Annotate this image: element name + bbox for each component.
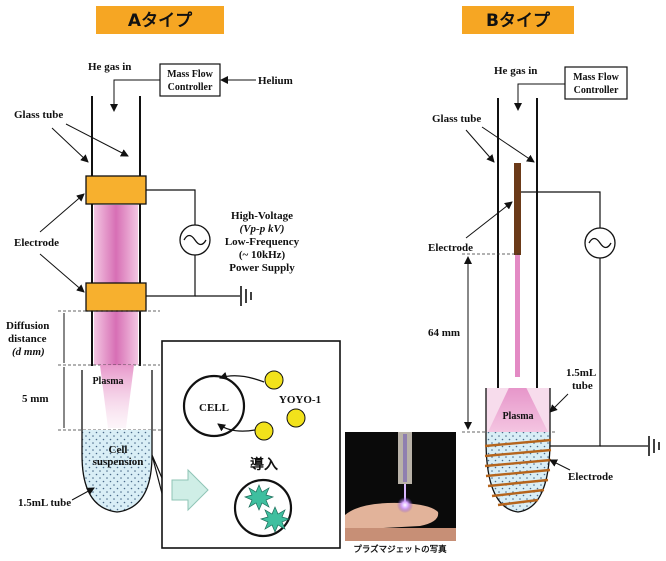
type-a-hv-line3: Low-Frequency xyxy=(225,236,300,248)
type-a-mfc-line2: Controller xyxy=(168,82,213,93)
type-a-mfc-line1: Mass Flow xyxy=(167,69,214,80)
type-b-distance-label: 64 mm xyxy=(428,327,460,339)
type-a-wire-top xyxy=(146,189,196,225)
type-a-ac-wave-icon xyxy=(183,234,207,246)
type-a-plasma-plume xyxy=(100,365,134,428)
type-b-plasma-jet xyxy=(515,255,520,377)
type-b-tube-line2: tube xyxy=(572,380,593,392)
type-a-title-bg xyxy=(96,6,224,34)
type-b-ac-wave-icon xyxy=(588,237,612,249)
photo-caption: プラズマジェットの写真 xyxy=(353,544,447,555)
type-b-section: Bタイプ He gas in Mass Flow Controller Glas… xyxy=(428,6,660,513)
type-a-tube-outline xyxy=(81,370,153,513)
type-b-electrode-top-label: Electrode xyxy=(428,242,473,254)
type-b-glass-tube-label: Glass tube xyxy=(432,113,481,125)
type-b-electrode-bottom-arrow xyxy=(549,459,571,471)
inset-cell-circle xyxy=(182,374,246,438)
type-a-wire-bottom xyxy=(146,255,196,297)
type-a-electrode-top xyxy=(85,175,147,205)
inset-yoyo-dot-3 xyxy=(254,421,274,441)
type-b-ground-icon xyxy=(648,436,660,456)
type-a-hv-line4: (~ 10kHz) xyxy=(239,249,286,261)
type-b-mfc-line1: Mass Flow xyxy=(573,72,620,83)
type-b-tube-arrow xyxy=(549,393,569,413)
type-a-hv-line5: Power Supply xyxy=(229,262,295,274)
type-a-hv-line2: (Vp-p kV) xyxy=(240,223,285,235)
type-a-helium-label: Helium xyxy=(258,75,293,87)
type-b-tube-outline xyxy=(485,388,551,513)
type-b-gas-arrow xyxy=(514,83,565,111)
photo-finger xyxy=(345,502,439,530)
type-b-mfc-line2: Controller xyxy=(574,85,619,96)
type-a-cell-line2: suspension xyxy=(93,456,144,468)
type-b-glass-tube-arrow-left xyxy=(465,129,495,163)
type-a-tube-arrow xyxy=(71,487,95,501)
type-a-electrode-arrow-bottom xyxy=(39,253,85,293)
type-a-electrode-arrow-top xyxy=(39,193,85,233)
type-a-hv-line1: High-Voltage xyxy=(231,210,293,222)
inset-sparkle-icon-1 xyxy=(243,484,275,511)
type-a-5mm-label: 5 mm xyxy=(22,393,49,405)
type-a-section: Aタイプ He gas in Mass Flow Controller Heli… xyxy=(6,6,300,513)
type-b-wire-bottom xyxy=(548,258,601,447)
type-a-glass-tube-label: Glass tube xyxy=(14,109,63,121)
type-a-diffusion-line3: (d mm) xyxy=(12,346,45,358)
type-b-plasma-plume xyxy=(488,388,548,432)
type-b-dim-arrow-down xyxy=(464,422,472,430)
type-b-dim-arrow-up xyxy=(464,256,472,264)
type-b-plasma-label: Plasma xyxy=(502,411,533,422)
inset-big-arrow-icon xyxy=(171,468,209,512)
inset-yoyo-dot-1 xyxy=(264,370,284,390)
type-a-glass-tube-arrow-left xyxy=(51,127,89,163)
type-b-he-gas-in-label: He gas in xyxy=(494,65,537,77)
type-a-gas-arrow xyxy=(110,79,160,112)
type-a-cell-line1: Cell xyxy=(109,444,128,456)
inset-arrow-in-2 xyxy=(217,423,256,432)
inset-sparkle-icon-2 xyxy=(259,506,291,533)
inset-panel: CELL YOYO-1 導入 xyxy=(151,340,341,549)
photo-inner-tube xyxy=(403,434,407,482)
photo-hand xyxy=(345,528,456,541)
type-b-electrode-bottom-label: Electrode xyxy=(568,471,613,483)
type-b-rod-electrode xyxy=(514,163,521,255)
type-b-title: Bタイプ xyxy=(486,10,551,31)
type-b-tube-line1: 1.5mL xyxy=(566,367,596,379)
type-b-electrode-top-arrow xyxy=(465,201,513,239)
type-a-diffusion-line1: Diffusion xyxy=(6,320,49,332)
type-a-ground-icon xyxy=(240,286,252,306)
type-a-tube-label: 1.5mL tube xyxy=(18,497,71,509)
type-a-glass-tube-arrow-right xyxy=(65,123,129,157)
type-b-coil-electrode xyxy=(484,438,552,507)
type-a-plasma-label: Plasma xyxy=(92,376,123,387)
type-a-title: Aタイプ xyxy=(128,10,193,31)
type-b-wire-top xyxy=(521,191,601,228)
type-a-electrode-bottom xyxy=(85,282,147,312)
photo-glow xyxy=(397,497,413,513)
type-b-title-bg xyxy=(462,6,574,34)
inset-introduction-label: 導入 xyxy=(250,456,278,473)
type-a-diffusion-line2: distance xyxy=(8,333,47,345)
type-a-cell-suspension xyxy=(82,430,152,512)
type-a-electrode-label: Electrode xyxy=(14,237,59,249)
plasma-jet-photo: プラズマジェットの写真 xyxy=(345,432,456,555)
type-a-he-gas-in-label: He gas in xyxy=(88,61,131,73)
inset-cell-label: CELL xyxy=(199,402,229,414)
inset-yoyo-dot-2 xyxy=(286,408,306,428)
inset-yoyo-label: YOYO-1 xyxy=(279,394,321,406)
type-b-mass-flow-controller xyxy=(564,66,628,100)
type-b-glass-tube-arrow-right xyxy=(481,126,535,163)
inset-arrow-in-1 xyxy=(219,371,265,383)
